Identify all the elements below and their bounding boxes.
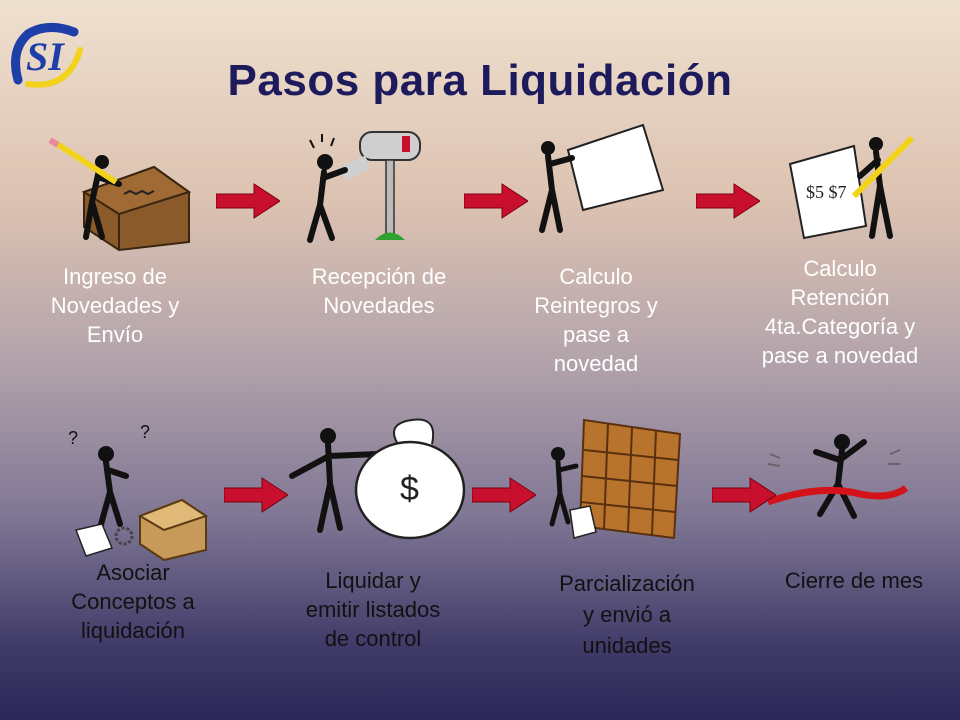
step3-illustration [539,123,665,233]
step4-label: Calculo Retención 4ta.Categoría y pase a… [761,256,919,368]
arrow-step6-to-step7 [472,477,536,513]
step5-illustration: ? ? [68,422,209,562]
arrow-step3-to-step4 [696,183,760,219]
step2-label: Recepción de Novedades [311,264,447,318]
step5-label: Asociar Conceptos a liquidación [71,560,195,643]
step2-illustration [307,131,421,243]
page-title: Pasos para Liquidación [227,56,733,105]
arrow-step1-to-step2 [216,183,280,219]
step6-illustration: $ [289,418,466,540]
arrow-step2-to-step3 [464,183,528,219]
step4-illustration: $5 $7 [788,135,915,240]
svg-text:?: ? [140,422,150,442]
board-text: $5 $7 [806,182,847,202]
step1-illustration [48,137,192,252]
step7-illustration [549,418,682,540]
dollar-symbol: $ [400,470,419,508]
step3-label: Calculo Reintegros y pase a novedad [534,264,658,376]
arrow-step5-to-step6 [224,477,288,513]
step1-label: Ingreso de Novedades y Envío [50,264,180,347]
svg-text:?: ? [68,428,78,448]
logo-text: SI [26,34,65,79]
step7-label: Parcialización y envió a unidades [559,571,695,658]
step8-label: Cierre de mes [784,568,924,593]
si-logo: SI [11,23,83,88]
step8-illustration [766,434,909,519]
step6-label: Liquidar y emitir listados de control [305,568,441,651]
arrow-step7-to-step8 [712,477,776,513]
